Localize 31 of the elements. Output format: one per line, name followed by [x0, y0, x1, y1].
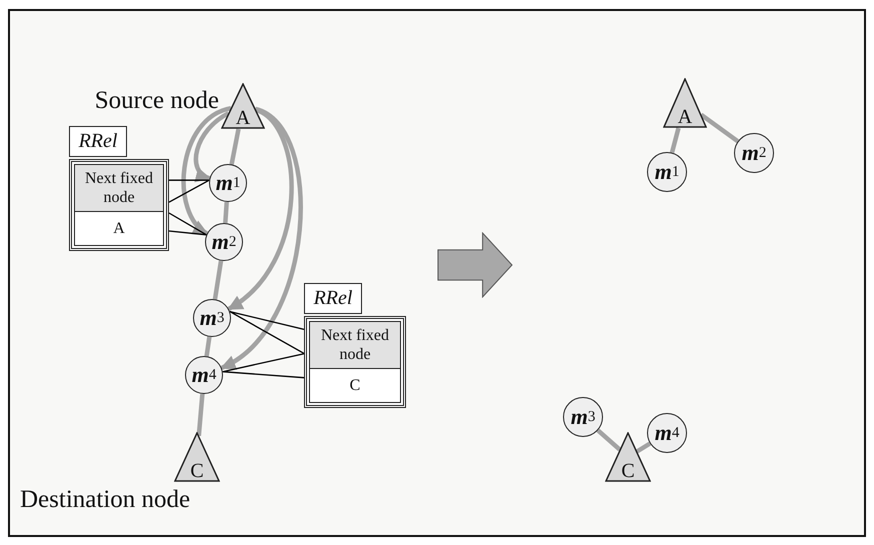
- connector-line: [204, 336, 212, 357]
- node-label: C: [189, 461, 205, 481]
- connector-line: [196, 394, 205, 436]
- curved-arrow: [181, 106, 232, 236]
- title-tab: RRel: [69, 126, 127, 157]
- title-tab: RRel: [304, 283, 362, 314]
- leader-line: [168, 180, 210, 203]
- node-label: A: [676, 107, 694, 127]
- table-cell: C: [309, 369, 401, 403]
- curved-arrow: [194, 111, 230, 180]
- leader-line: [229, 310, 305, 354]
- connector-line: [636, 442, 652, 454]
- connector-line: [223, 202, 229, 224]
- connector-line: [670, 127, 681, 154]
- node-label: A: [234, 108, 252, 128]
- curved-arrow: [220, 106, 303, 370]
- connector-line: [700, 112, 740, 144]
- block-arrow: [437, 232, 513, 298]
- node-caption: Source node: [94, 87, 219, 114]
- triangle-node: [663, 78, 707, 128]
- table-cell: Next fixed node: [74, 164, 164, 212]
- connector-line: [212, 260, 224, 300]
- table-cell: Next fixed node: [309, 321, 401, 369]
- connector-line: [596, 428, 622, 452]
- node-label: C: [620, 461, 636, 481]
- leader-line: [222, 353, 305, 378]
- triangle-node: [605, 432, 651, 482]
- table-cell: A: [74, 212, 164, 246]
- leader-line: [168, 212, 208, 236]
- node-caption: Destination node: [20, 486, 190, 514]
- connector-line: [229, 128, 241, 165]
